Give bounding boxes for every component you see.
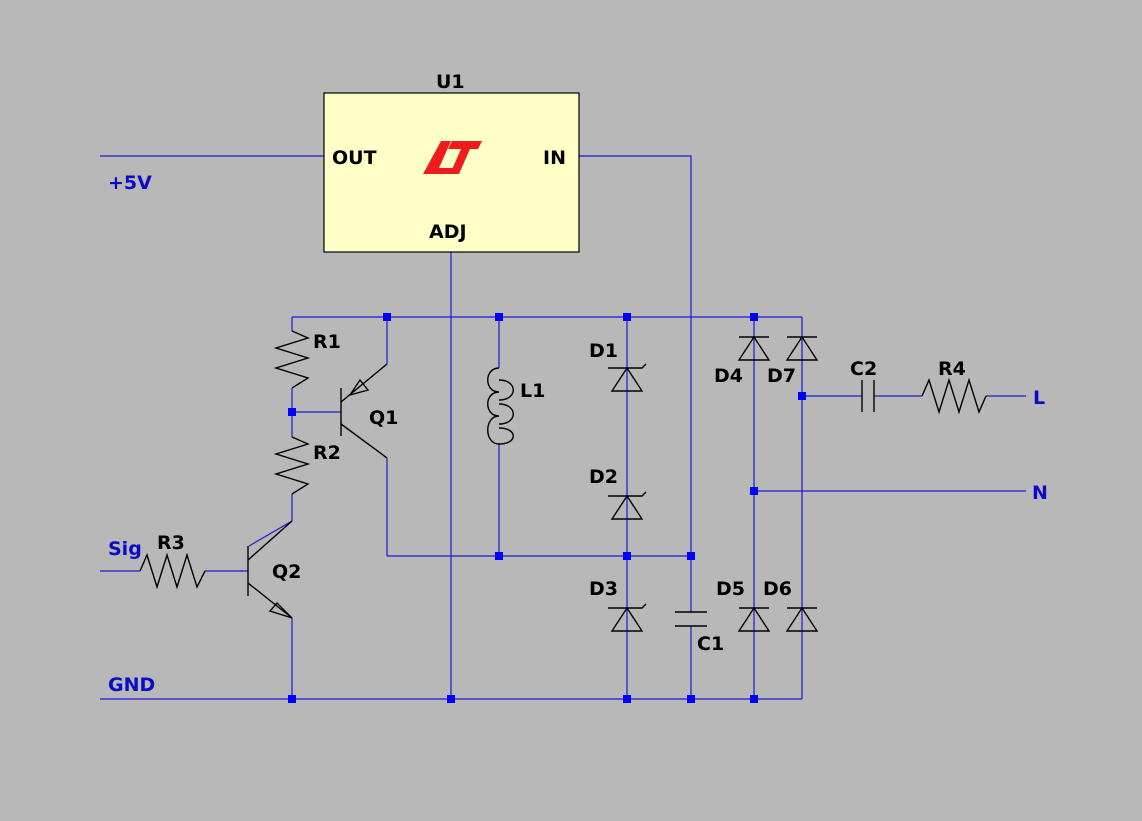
d5-ref: D5 bbox=[716, 578, 745, 600]
net-label-sig: Sig bbox=[108, 538, 142, 560]
resistor-r3[interactable]: R3 bbox=[139, 532, 206, 590]
net-label-plus5v: +5V bbox=[108, 172, 152, 194]
resistor-r2[interactable]: R2 bbox=[273, 436, 341, 495]
d3-ref: D3 bbox=[589, 578, 618, 600]
u1-pin-out: OUT bbox=[332, 147, 377, 169]
c2-ref: C2 bbox=[850, 358, 877, 380]
net-label-n: N bbox=[1032, 482, 1048, 504]
diode-d4[interactable]: D4 bbox=[714, 335, 771, 387]
capacitor-c1[interactable]: C1 bbox=[675, 611, 724, 655]
transistor-q1[interactable]: Q1 bbox=[340, 363, 398, 459]
diode-d6[interactable]: D6 bbox=[763, 578, 819, 632]
u1-pin-adj: ADJ bbox=[429, 221, 467, 243]
regulator-u1[interactable]: U1 OUT IN ADJ bbox=[323, 71, 580, 253]
u1-pin-in: IN bbox=[543, 147, 566, 169]
r2-ref: R2 bbox=[313, 442, 341, 464]
d7-ref: D7 bbox=[767, 365, 796, 387]
l1-ref: L1 bbox=[520, 380, 545, 402]
wires bbox=[100, 155, 1026, 700]
net-label-l: L bbox=[1033, 387, 1045, 409]
net-label-gnd: GND bbox=[108, 674, 155, 696]
d2-ref: D2 bbox=[589, 466, 618, 488]
inductor-l1[interactable]: L1 bbox=[487, 367, 546, 445]
resistor-r4[interactable]: R4 bbox=[921, 358, 987, 415]
u1-ref: U1 bbox=[436, 71, 465, 93]
r1-ref: R1 bbox=[313, 331, 341, 353]
capacitor-c2[interactable]: C2 bbox=[850, 358, 877, 412]
zener-diode-d3[interactable]: D3 bbox=[589, 578, 647, 632]
c1-ref: C1 bbox=[697, 633, 724, 655]
zener-diode-d1[interactable]: D1 bbox=[589, 340, 647, 392]
lt-logo-icon bbox=[423, 141, 482, 174]
resistor-r1[interactable]: R1 bbox=[273, 330, 341, 389]
d4-ref: D4 bbox=[714, 365, 743, 387]
r4-ref: R4 bbox=[938, 358, 966, 380]
d6-ref: D6 bbox=[763, 578, 792, 600]
diode-d5[interactable]: D5 bbox=[716, 578, 771, 632]
d1-ref: D1 bbox=[589, 340, 618, 362]
transistor-q2[interactable]: Q2 bbox=[247, 520, 301, 619]
q2-ref: Q2 bbox=[272, 561, 301, 583]
r3-ref: R3 bbox=[157, 532, 185, 554]
zener-diode-d2[interactable]: D2 bbox=[589, 466, 647, 520]
junction-dots bbox=[288, 313, 806, 703]
diode-d7[interactable]: D7 bbox=[767, 335, 819, 387]
q1-ref: Q1 bbox=[369, 407, 398, 429]
